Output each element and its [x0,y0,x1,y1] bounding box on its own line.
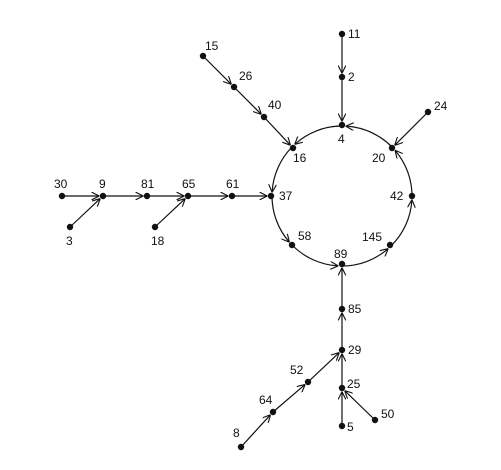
node-40 [260,113,268,121]
node-20 [388,144,396,152]
edge-52-to-29 [307,353,339,383]
node-label-11: 11 [348,27,361,41]
node-label-4: 4 [338,132,345,146]
node-label-65: 65 [182,177,196,191]
node-label-9: 9 [99,177,106,191]
node-label-18: 18 [151,234,165,248]
node-label-50: 50 [381,407,395,421]
node-label-3: 3 [66,234,73,248]
nodes-layer [58,30,432,451]
node-145 [386,241,394,249]
node-label-30: 30 [54,177,68,191]
node-52 [304,378,312,386]
node-25 [338,384,346,392]
node-label-26: 26 [239,69,253,83]
edge-50-to-25 [345,391,376,421]
node-label-52: 52 [290,363,304,377]
node-3 [66,223,74,231]
node-58 [288,241,296,249]
node-8 [237,443,245,451]
node-61 [228,192,236,200]
node-label-24: 24 [434,99,448,113]
node-9 [99,192,107,200]
node-label-2: 2 [348,70,355,84]
node-label-40: 40 [268,98,282,112]
node-label-5: 5 [347,420,354,434]
node-42 [408,192,416,200]
edge-37-to-58 [271,195,289,242]
node-89 [338,260,346,268]
node-85 [338,305,346,313]
node-label-145: 145 [362,230,382,244]
node-29 [338,346,346,354]
edge-64-to-52 [272,385,305,413]
node-65 [184,192,192,200]
node-label-20: 20 [372,151,386,165]
edge-8-to-64 [240,415,270,448]
node-label-8: 8 [233,426,240,440]
node-label-64: 64 [259,393,273,407]
edge-40-to-16 [263,116,290,145]
node-18 [151,223,159,231]
node-label-61: 61 [226,177,240,191]
edge-15-to-26 [202,55,231,84]
node-64 [269,408,277,416]
node-label-81: 81 [141,177,155,191]
edge-18-to-65 [154,199,185,228]
node-label-29: 29 [348,343,362,357]
node-label-15: 15 [205,39,219,53]
node-label-16: 16 [293,151,307,165]
node-24 [424,108,432,116]
node-label-89: 89 [334,247,348,261]
node-50 [371,416,379,424]
node-37 [267,192,275,200]
node-30 [58,192,66,200]
node-label-37: 37 [279,189,293,203]
edge-4-to-16 [295,125,343,144]
edge-3-to-9 [69,199,100,228]
node-label-25: 25 [347,377,361,391]
node-2 [338,73,346,81]
edge-89-to-145 [341,249,388,267]
node-15 [199,52,207,60]
node-label-85: 85 [348,302,362,316]
node-5 [338,422,346,430]
edge-24-to-20 [395,111,429,145]
edge-16-to-37 [272,146,293,191]
node-label-42: 42 [390,189,404,203]
node-81 [143,192,151,200]
node-label-58: 58 [298,229,312,243]
edge-145-to-42 [390,200,412,247]
edges-layer [62,34,429,448]
edge-20-to-4 [346,126,393,148]
node-11 [338,30,346,38]
node-26 [230,83,238,91]
edge-58-to-89 [291,244,337,266]
edge-42-to-20 [396,151,413,197]
node-16 [289,144,297,152]
node-4 [338,121,346,129]
edge-26-to-40 [233,86,261,114]
